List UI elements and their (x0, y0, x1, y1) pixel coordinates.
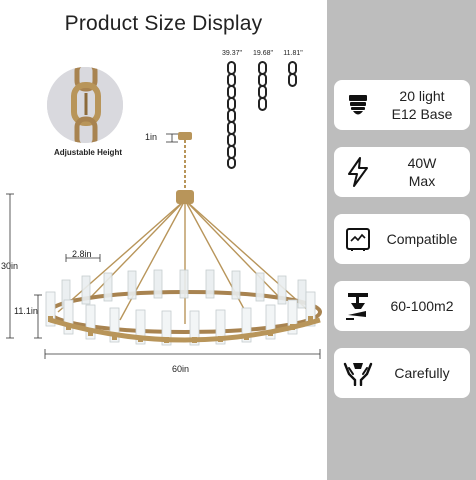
diameter-label: 60in (172, 364, 190, 374)
chain-link-closeup-icon (47, 67, 123, 143)
lightning-icon (338, 147, 378, 197)
spec-line-1: Carefully (394, 365, 450, 381)
medium-chain-icon (258, 61, 267, 111)
spec-card-wattage: 40W Max (334, 147, 470, 197)
adjustable-height-label: Adjustable Height (53, 148, 122, 157)
hands-icon (338, 348, 378, 398)
spec-line-2: E12 Base (391, 106, 453, 122)
chain-length-label: 39.37" (221, 50, 242, 57)
chain-length-label: 19.68" (252, 50, 273, 57)
long-chain-icon (227, 61, 236, 169)
ceiling-lamp-icon (338, 281, 378, 331)
candle-width-label: 2.8in (72, 249, 92, 259)
spec-line-1: 40W (407, 155, 437, 171)
spec-line-1: 60-100m2 (390, 298, 454, 314)
dimmer-switch-icon (338, 214, 378, 264)
spec-line-1: 20 light (399, 88, 445, 104)
bulb-base-icon (338, 80, 378, 130)
total-height-label: 30in (1, 261, 19, 271)
chain-length-label: 11.81" (283, 50, 303, 57)
chain-zoom-image (47, 67, 123, 143)
chandelier-image (6, 132, 322, 359)
spec-line-1: Compatible (386, 231, 458, 247)
page-title: Product Size Display (64, 12, 263, 35)
spec-card-handling: Carefully (334, 348, 470, 398)
spec-line-2: Max (408, 173, 436, 189)
product-size-panel: Product Size Display Adjustable Height 3… (1, 12, 322, 374)
canopy-dimension-label: 1in (145, 132, 158, 142)
spec-card-area: 60-100m2 (334, 281, 470, 331)
short-chain-icon (288, 61, 297, 87)
ring-height-label: 11.1in (14, 306, 38, 316)
spec-card-dimmer: Compatible (334, 214, 470, 264)
spec-card-bulbs: 20 light E12 Base (334, 80, 470, 130)
